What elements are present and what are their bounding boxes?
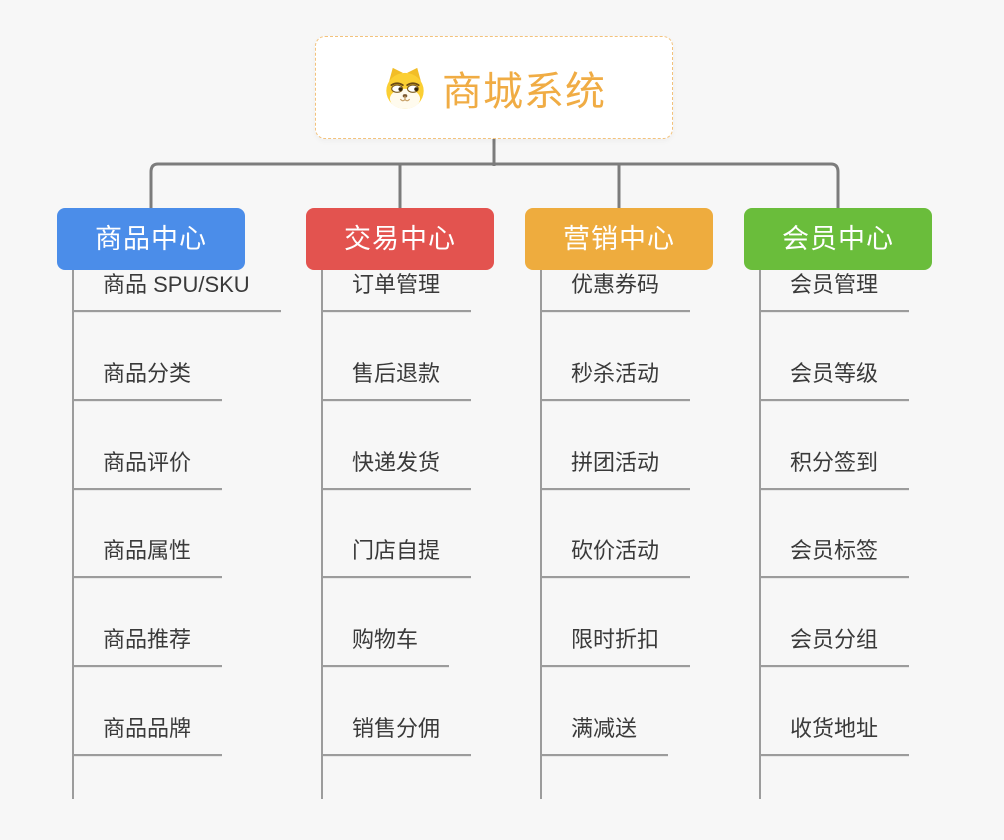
child-topic[interactable]: 订单管理 — [321, 270, 472, 312]
child-topic[interactable]: 秒杀活动 — [540, 359, 691, 401]
dog-face-icon — [386, 67, 424, 109]
child-topic[interactable]: 收货地址 — [759, 714, 910, 756]
root-topic-title: 商城系统 — [442, 69, 606, 114]
child-topic[interactable]: 售后退款 — [321, 359, 472, 401]
child-topic[interactable]: 会员等级 — [759, 359, 910, 401]
branch-header-products[interactable]: 商品中心 — [57, 208, 245, 270]
child-topic[interactable]: 限时折扣 — [540, 625, 691, 668]
child-topic[interactable]: 会员管理 — [759, 270, 910, 312]
child-topic[interactable]: 商品属性 — [72, 536, 223, 579]
root-topic[interactable]: 商城系统 — [315, 36, 673, 139]
branch-header-marketing[interactable]: 营销中心 — [525, 208, 713, 270]
child-topic[interactable]: 会员标签 — [759, 536, 910, 579]
branch-vertical-line — [540, 270, 542, 799]
child-topic[interactable]: 商品 SPU/SKU — [72, 270, 281, 312]
child-topic[interactable]: 砍价活动 — [540, 536, 691, 579]
branch-column-products: 商品中心 商品 SPU/SKU 商品分类 商品评价 商品属性 商品推荐 商品品牌 — [57, 208, 281, 799]
branch-vertical-line — [72, 270, 74, 799]
child-topic[interactable]: 会员分组 — [759, 625, 910, 668]
branch-vertical-line — [759, 270, 761, 799]
child-topic[interactable]: 拼团活动 — [540, 448, 691, 490]
child-topic[interactable]: 满减送 — [540, 714, 669, 756]
child-topic[interactable]: 门店自提 — [321, 536, 472, 579]
child-topic[interactable]: 商品品牌 — [72, 714, 223, 756]
child-topic[interactable]: 优惠券码 — [540, 270, 691, 312]
branch-vertical-line — [321, 270, 323, 799]
child-topic[interactable]: 商品评价 — [72, 448, 223, 490]
branch-column-trade: 交易中心 订单管理 售后退款 快递发货 门店自提 购物车 销售分佣 — [306, 208, 494, 799]
branch-header-trade[interactable]: 交易中心 — [306, 208, 494, 270]
child-topic[interactable]: 销售分佣 — [321, 714, 472, 756]
child-topic[interactable]: 积分签到 — [759, 448, 910, 490]
child-topic[interactable]: 商品推荐 — [72, 625, 223, 668]
child-topic[interactable]: 购物车 — [321, 625, 450, 668]
branch-header-members[interactable]: 会员中心 — [744, 208, 932, 270]
branch-column-marketing: 营销中心 优惠券码 秒杀活动 拼团活动 砍价活动 限时折扣 满减送 — [525, 208, 713, 799]
branch-column-members: 会员中心 会员管理 会员等级 积分签到 会员标签 会员分组 收货地址 — [744, 208, 932, 799]
child-topic[interactable]: 商品分类 — [72, 359, 223, 401]
branch-frame-line — [149, 162, 840, 212]
child-topic[interactable]: 快递发货 — [321, 448, 472, 490]
